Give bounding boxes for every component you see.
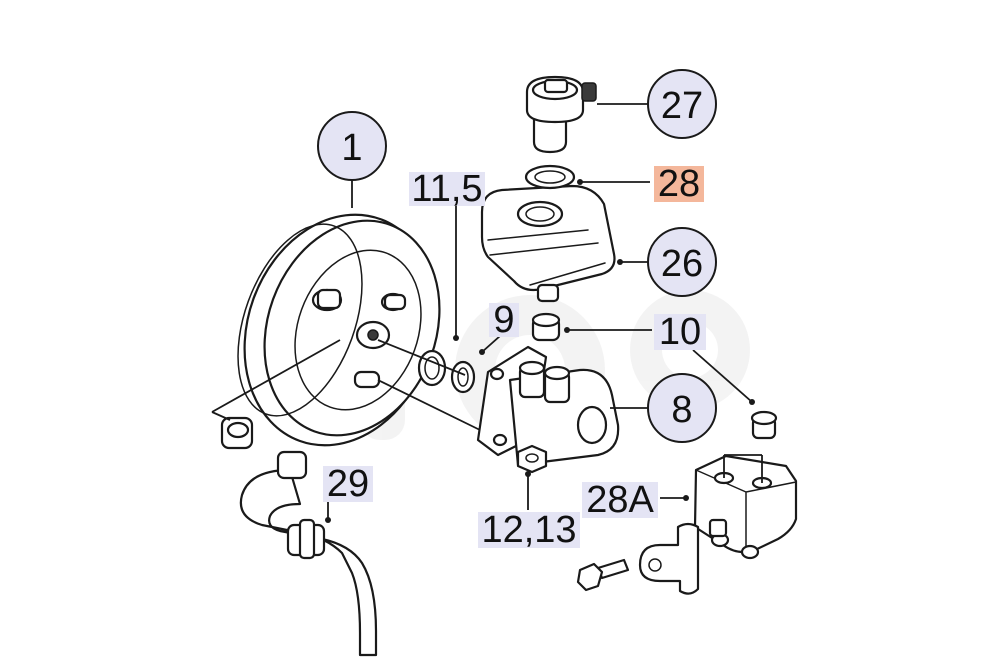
label-28a-text: 28A	[586, 479, 654, 521]
label-12-13-text: 12,13	[481, 509, 576, 551]
label-11-5[interactable]: 11,5	[409, 168, 485, 210]
label-28[interactable]: 28	[654, 163, 704, 205]
callout-8-label: 8	[671, 389, 692, 431]
leader-dots	[325, 179, 755, 523]
brake-booster-part	[237, 213, 441, 447]
assembly-line	[377, 339, 466, 376]
callout-1-label: 1	[341, 127, 362, 169]
assembly-line	[377, 379, 481, 431]
label-9[interactable]: 9	[489, 299, 519, 341]
master-cylinder-part	[476, 345, 620, 467]
reservoir-seal-part	[524, 164, 576, 190]
vacuum-hose-part	[239, 450, 378, 657]
fluid-reservoir-part	[480, 184, 616, 303]
grommet-part	[211, 339, 341, 450]
nut-part	[516, 444, 548, 474]
label-29[interactable]: 29	[323, 463, 373, 505]
mounting-bracket-part	[638, 522, 700, 595]
label-9-text: 9	[493, 299, 514, 341]
leader-lines	[327, 103, 753, 520]
reservoir-cap-part	[525, 75, 597, 154]
bolt-part	[576, 558, 630, 592]
callout-27-label: 27	[661, 85, 703, 127]
label-10[interactable]: 10	[654, 311, 706, 353]
block-plug-part	[750, 410, 778, 440]
label-10-text: 10	[659, 311, 701, 353]
callout-1[interactable]: 1	[317, 111, 387, 181]
label-28-text: 28	[658, 163, 700, 205]
label-29-text: 29	[327, 463, 369, 505]
reservoir-grommet-part	[531, 312, 561, 342]
label-11-5-text: 11,5	[411, 168, 482, 210]
callout-8[interactable]: 8	[647, 373, 717, 443]
label-12-13[interactable]: 12,13	[478, 509, 580, 551]
valve-block-part	[693, 454, 798, 560]
callout-27[interactable]: 27	[647, 69, 717, 139]
callout-26-label: 26	[661, 243, 703, 285]
label-28a[interactable]: 28A	[582, 479, 658, 521]
callout-26[interactable]: 26	[647, 227, 717, 297]
